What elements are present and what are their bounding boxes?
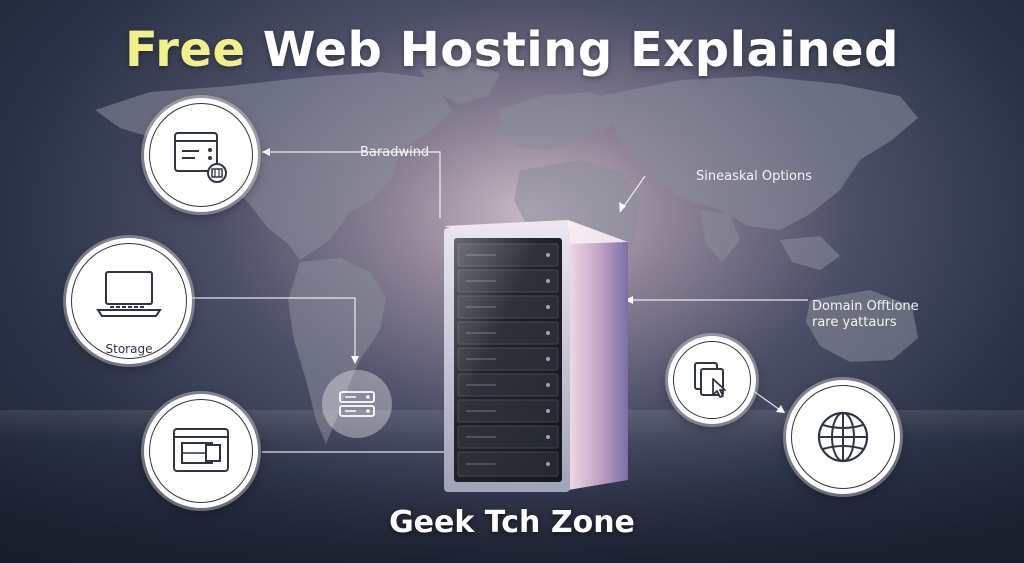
bandwidth-circle — [144, 98, 258, 212]
storage-label: Storage — [105, 342, 153, 356]
page-title: Free Web Hosting Explained — [0, 22, 1024, 78]
title-rest: Web Hosting Explained — [245, 22, 899, 78]
domain-options-label: Domain Offtione rare yattaurs — [812, 299, 919, 331]
server-tower-graphic — [444, 220, 628, 492]
globe-circle — [786, 380, 900, 494]
domain-options-line1: Domain Offtione — [812, 299, 919, 314]
brand-name: Geek Tch Zone — [389, 505, 635, 540]
special-options-label: Sineaskal Options — [696, 169, 813, 184]
storage-circle: Storage — [66, 238, 192, 364]
server-tower — [436, 212, 646, 516]
website-circle — [144, 394, 258, 508]
small-server-bubble — [322, 370, 392, 438]
cursor-circle — [668, 336, 756, 424]
title-highlight: Free — [125, 22, 246, 78]
server-card-icon — [339, 391, 375, 417]
bandwidth-label: Baradwind — [360, 145, 430, 160]
domain-options-line2: rare yattaurs — [812, 315, 897, 330]
